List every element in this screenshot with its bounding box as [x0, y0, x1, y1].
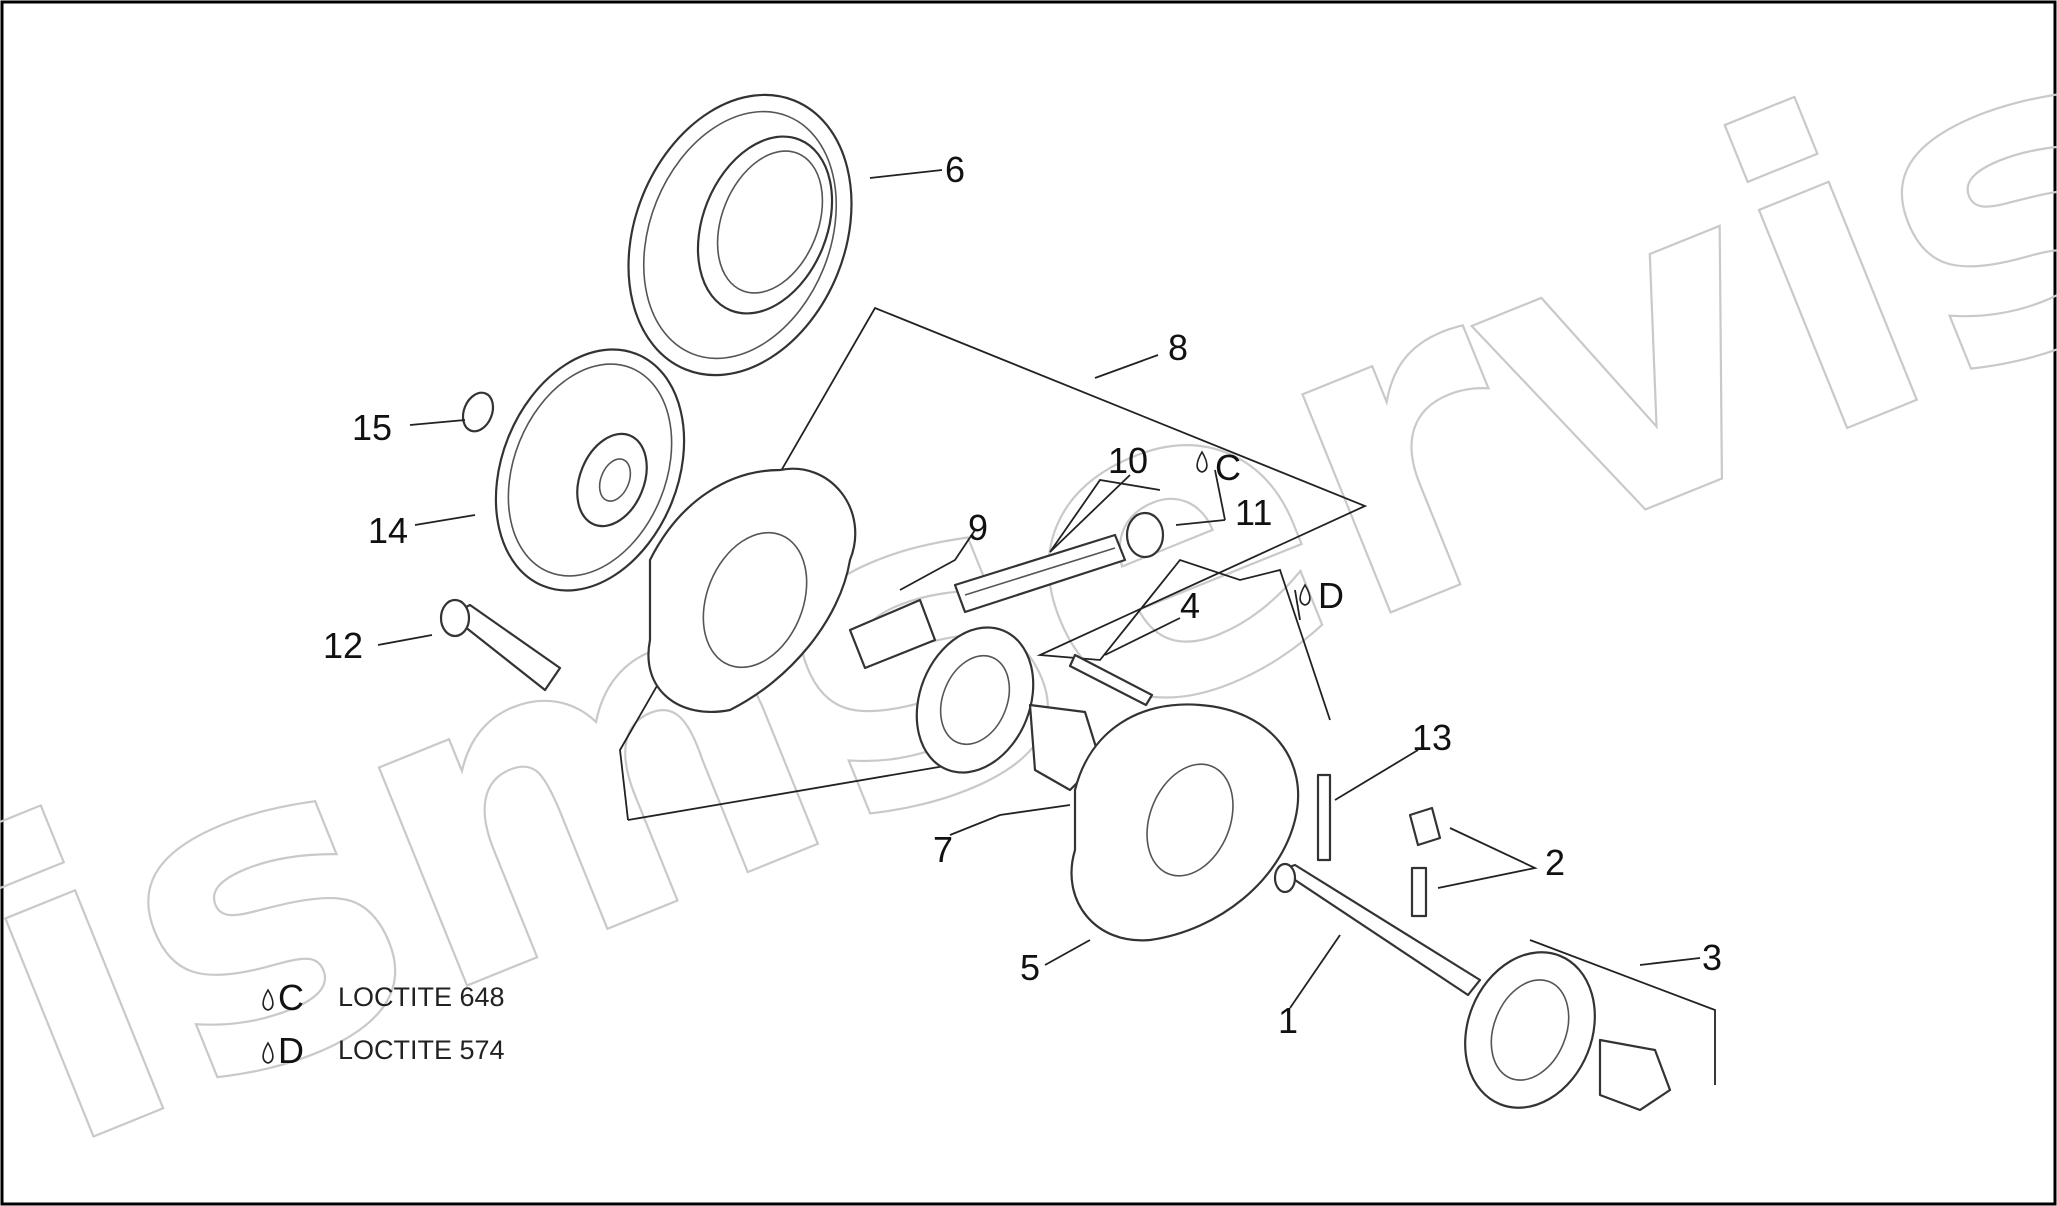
legend-text-d: LOCTITE 574 [338, 1035, 505, 1065]
part-4-pin [1068, 653, 1154, 707]
part-10-spring [953, 533, 1127, 614]
marker-d: D [1318, 575, 1344, 616]
drop-icon [262, 1041, 274, 1064]
drop-icon [1196, 450, 1208, 473]
callout-1: 1 [1278, 1000, 1298, 1041]
callout-13: 13 [1412, 717, 1452, 758]
callout-9: 9 [968, 507, 988, 548]
inline-markers: C D [1196, 447, 1344, 616]
drop-icon [262, 988, 274, 1011]
legend-text-c: LOCTITE 648 [338, 982, 505, 1012]
part-1-shaft [1273, 862, 1482, 997]
callout-5: 5 [1020, 947, 1040, 988]
callout-2: 2 [1545, 842, 1565, 883]
pump-body-housing [647, 467, 857, 713]
legend: C LOCTITE 648 D LOCTITE 574 [262, 977, 505, 1071]
legend-letter-c: C [278, 977, 304, 1018]
part-6-large-gear [627, 93, 853, 377]
legend-letter-d: D [278, 1030, 304, 1071]
callout-15: 15 [352, 407, 392, 448]
callout-10: 10 [1108, 440, 1148, 481]
part-13-dowel [1316, 773, 1332, 862]
callout-11: 11 [1235, 492, 1272, 533]
callout-labels: 6 8 10 9 11 4 15 14 12 13 2 3 7 5 1 [323, 149, 1722, 1041]
callout-8: 8 [1168, 327, 1188, 368]
callout-3: 3 [1702, 937, 1722, 978]
part-11-plug [1125, 511, 1165, 559]
part-5-front-cover [1070, 703, 1300, 942]
callout-7: 7 [933, 829, 953, 870]
callout-14: 14 [368, 510, 408, 551]
part-12-bolt [439, 598, 562, 692]
drop-icon [1299, 583, 1311, 606]
part-9-valve-piston [848, 598, 937, 670]
part-3-rotor-set [1464, 939, 1716, 1112]
part-14-small-gear [494, 348, 686, 592]
callout-6: 6 [945, 149, 965, 190]
leader-lines [377, 169, 1701, 1009]
callout-4: 4 [1180, 585, 1200, 626]
callout-12: 12 [323, 625, 363, 666]
part-2-pins [1408, 806, 1442, 918]
marker-c: C [1215, 447, 1241, 488]
part-15-circlip [461, 391, 495, 433]
